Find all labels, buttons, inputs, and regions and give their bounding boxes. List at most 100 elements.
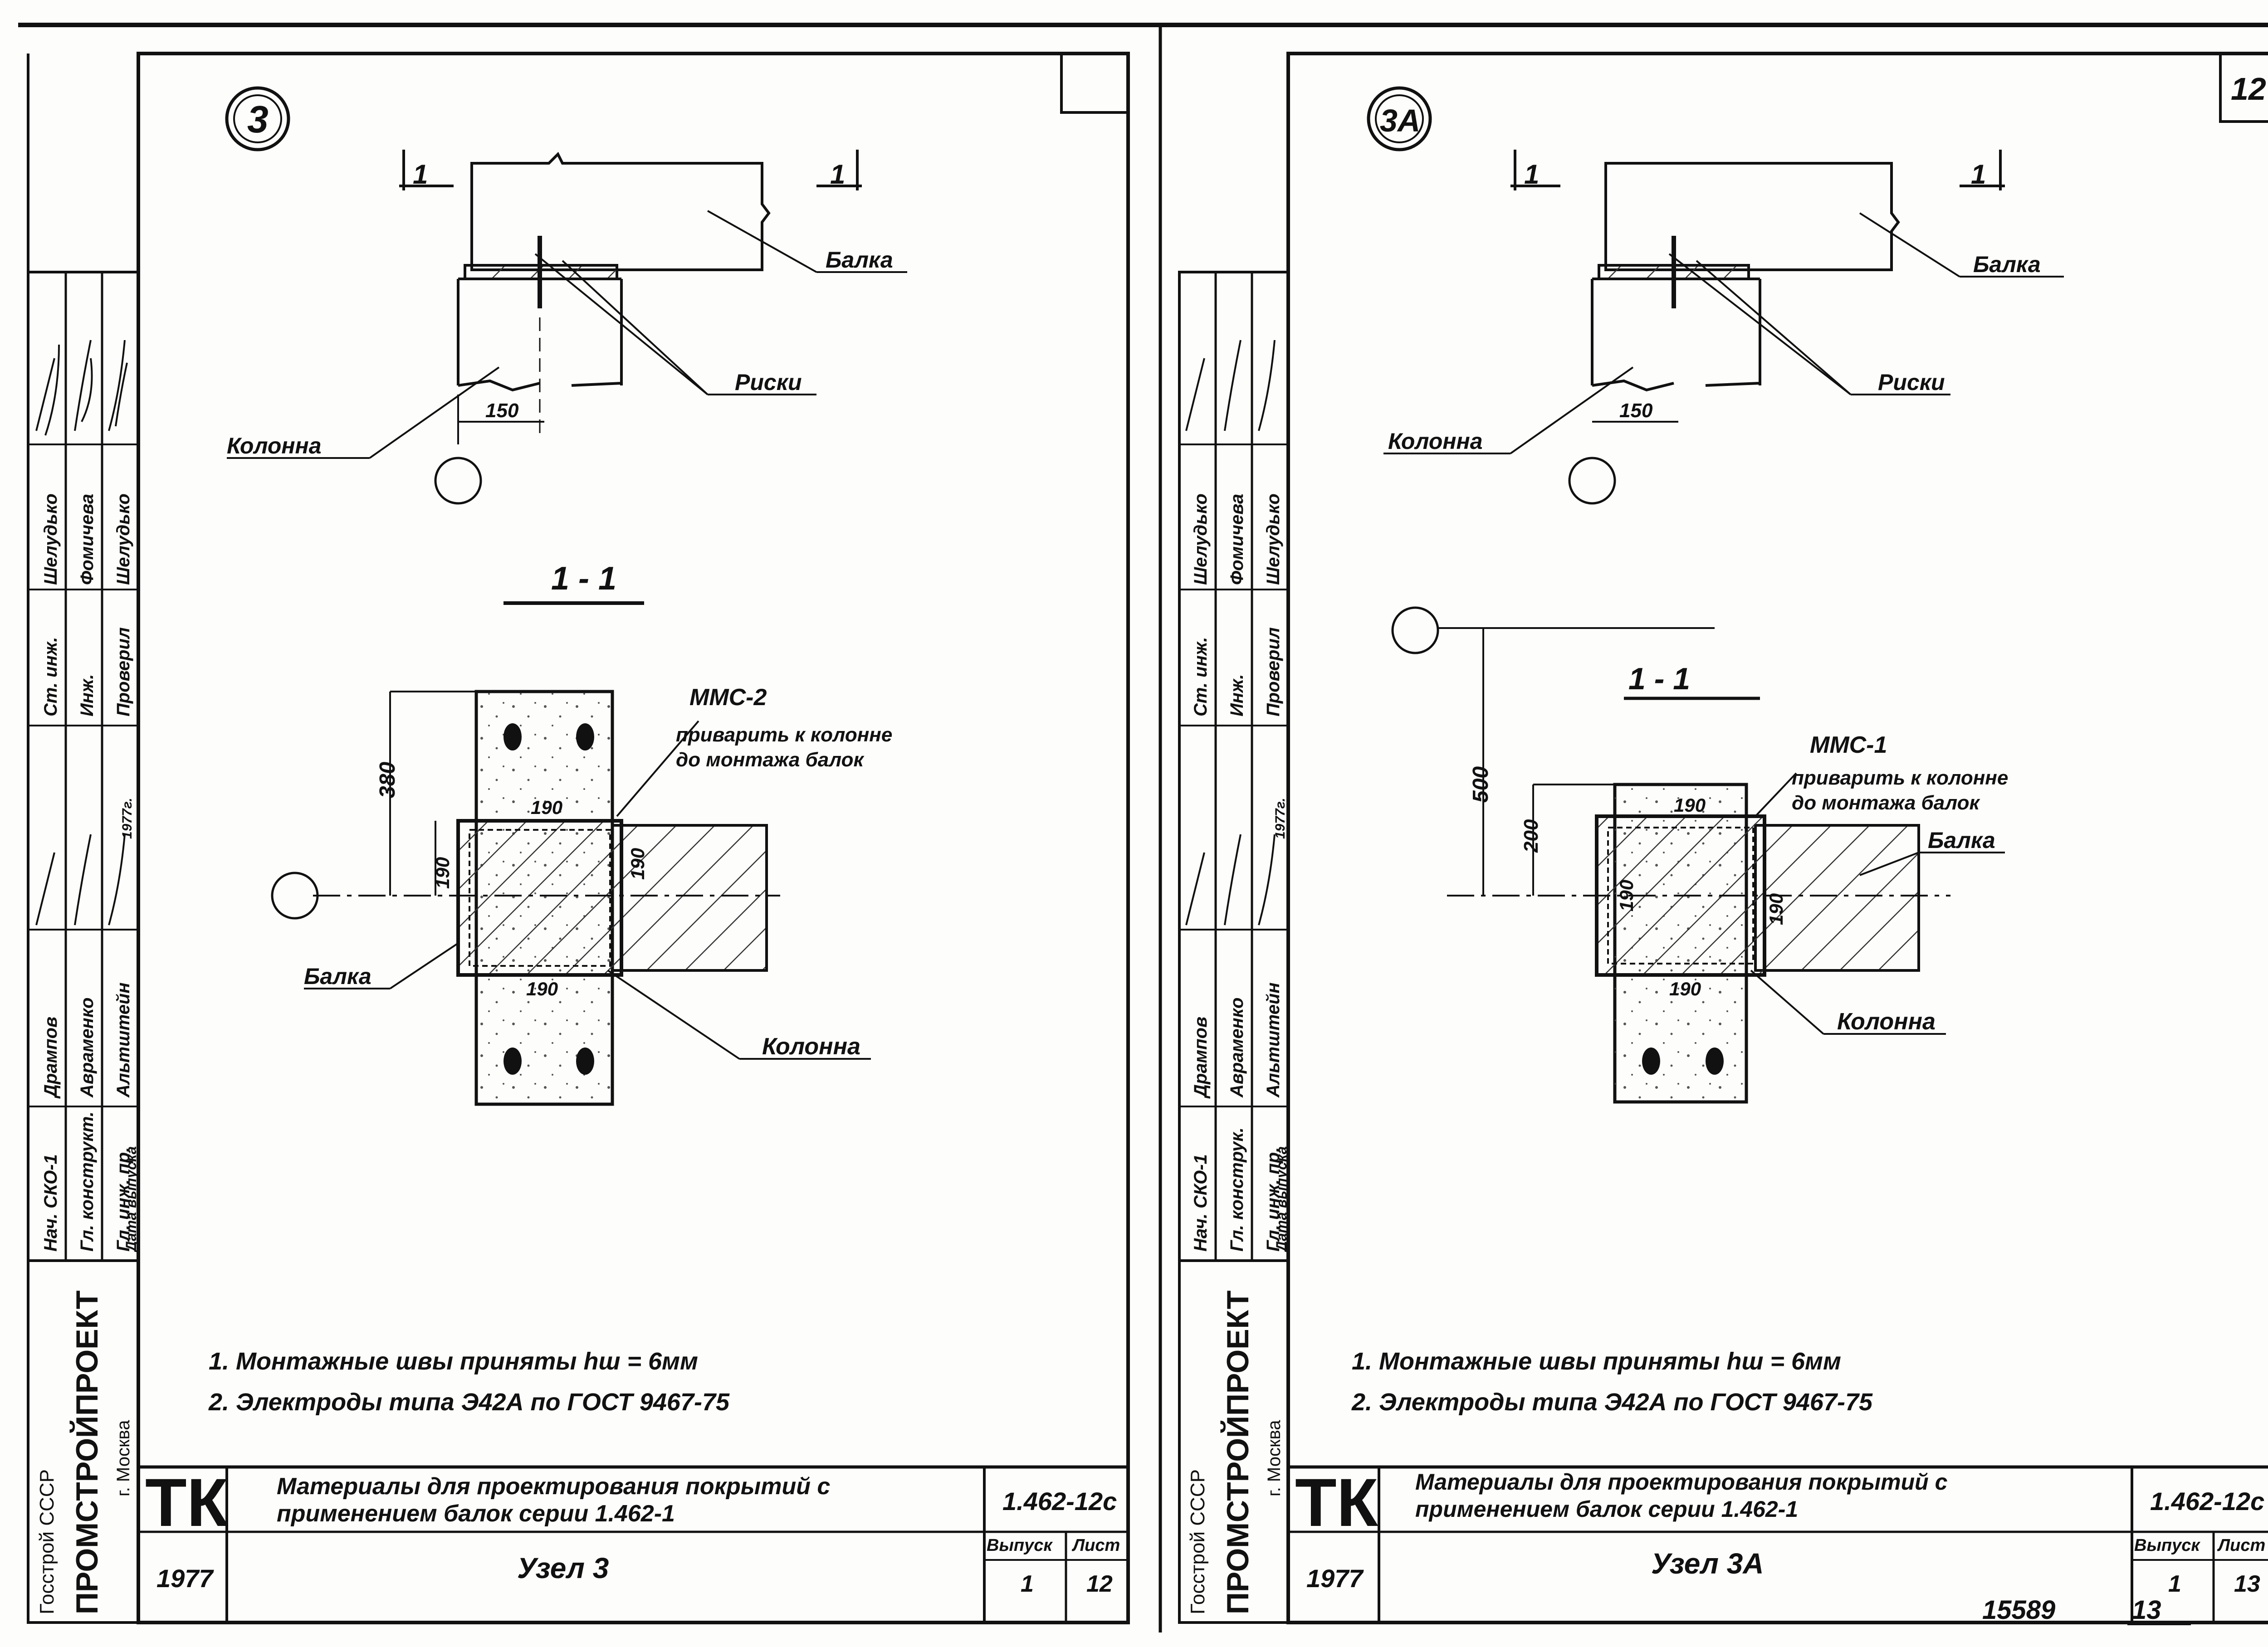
dim-190-bottom: 190 bbox=[526, 978, 558, 999]
label-column-plan: Колонна bbox=[1837, 1009, 1936, 1035]
role2-2: Проверил bbox=[1263, 627, 1283, 716]
weld-note-line2: до монтажа балок bbox=[1792, 792, 1980, 814]
role2-0: Ст. инж. bbox=[1191, 637, 1211, 716]
stamp-title-line1: Материалы для проектирования покрытий с bbox=[277, 1473, 830, 1500]
label-column-top: Колонна bbox=[227, 433, 322, 458]
org-line3: г. Москва bbox=[1264, 1420, 1284, 1496]
org-line2: ПРОМСТРОЙПРОЕКТ bbox=[69, 1291, 104, 1614]
note-1: 1. Монтажные швы приняты hш = 6мм bbox=[1352, 1348, 1841, 1375]
year-stamp: 1977г. bbox=[1273, 798, 1288, 839]
dim-190-bottom: 190 bbox=[1669, 978, 1701, 999]
right-side-block: Госстрой СССР ПРОМСТРОЙПРОЕКТ г. Москва … bbox=[1178, 271, 1290, 1624]
role-0: Нач. СКО-1 bbox=[41, 1154, 61, 1252]
section-mark-left: 1 bbox=[413, 159, 428, 190]
signatures bbox=[35, 340, 128, 436]
name-0: Дрампов bbox=[41, 1017, 61, 1099]
label-beam-top: Балка bbox=[826, 247, 893, 273]
stamp-code: 1.462-12с bbox=[2150, 1487, 2264, 1515]
page-number: 13 bbox=[2132, 1595, 2161, 1625]
stamp-logo: ТК bbox=[145, 1464, 229, 1540]
section-mark-right: 1 bbox=[830, 159, 845, 190]
dim-190-vert: 190 bbox=[432, 857, 453, 889]
role-3: Дата выпуска bbox=[123, 1146, 139, 1253]
signatures bbox=[1185, 340, 1276, 431]
dim-200: 200 bbox=[1520, 819, 1542, 853]
name-2: Альтштейн bbox=[113, 982, 133, 1098]
note-2: 2. Электроды типа Э42А по ГОСТ 9467-75 bbox=[208, 1389, 730, 1416]
role-2: Гл. инж. пр. bbox=[113, 1147, 133, 1252]
axis-bubble-top bbox=[434, 457, 482, 505]
name2-0: Шелудько bbox=[41, 493, 61, 585]
weld-note-line2: до монтажа балок bbox=[676, 749, 865, 771]
label-beam-plan: Балка bbox=[304, 964, 371, 989]
node-mark: 3А bbox=[1380, 103, 1420, 138]
section-mark-right: 1 bbox=[1971, 159, 1986, 190]
dim-top: 150 bbox=[485, 400, 519, 422]
role-0: Нач. СКО-1 bbox=[1191, 1154, 1211, 1252]
dim-500: 500 bbox=[1469, 766, 1493, 803]
right-corner-box bbox=[2219, 52, 2268, 123]
org-line2: ПРОМСТРОЙПРОЕКТ bbox=[1220, 1291, 1255, 1614]
dim-top: 150 bbox=[1619, 400, 1653, 422]
stamp-vypusk: 1 bbox=[1021, 1571, 1034, 1597]
signatures-lower bbox=[1185, 834, 1276, 926]
org-line3: г. Москва bbox=[113, 1420, 133, 1496]
name-1: Авраменко bbox=[1227, 998, 1247, 1098]
stamp-list: 12 bbox=[1086, 1571, 1113, 1597]
embedded-plate bbox=[456, 819, 623, 977]
right-sheet: 12 Госстрой СССР ПРОМСТРОЙПРОЕКТ г. Моск… bbox=[1178, 52, 2268, 1624]
anchor-hole bbox=[503, 1048, 522, 1075]
embedded-part: ММС-2 bbox=[689, 684, 767, 711]
dim-190-top: 190 bbox=[531, 797, 562, 818]
stamp-title-line2: применением балок серии 1.462-1 bbox=[1415, 1496, 1798, 1522]
anchor-hole bbox=[1642, 1048, 1660, 1075]
org-line1: Госстрой СССР bbox=[36, 1469, 58, 1614]
role2-1: Инж. bbox=[77, 674, 97, 717]
role-2: Гл. инж. пр. bbox=[1263, 1147, 1283, 1252]
anchor-hole bbox=[576, 1048, 594, 1075]
left-stamp: ТК Материалы для проектирования покрытий… bbox=[138, 1464, 1128, 1623]
role-1: Гл. конструкт. bbox=[77, 1111, 97, 1252]
archive-number: 15589 bbox=[1982, 1595, 2055, 1625]
beam-elevation bbox=[1604, 162, 1900, 271]
note-2: 2. Электроды типа Э42А по ГОСТ 9467-75 bbox=[1351, 1389, 1873, 1416]
weld-note-line1: приварить к колонне bbox=[1792, 767, 2008, 789]
beam-elevation bbox=[470, 151, 771, 271]
stamp-list: 13 bbox=[2234, 1571, 2260, 1597]
anchor-hole bbox=[503, 723, 522, 750]
stamp-list-label: Лист bbox=[1071, 1536, 1120, 1555]
weld-note-line1: приварить к колонне bbox=[676, 724, 892, 746]
dim-190-top: 190 bbox=[1674, 794, 1706, 816]
left-side-block: Госстрой СССР ПРОМСТРОЙПРОЕКТ г. Москва … bbox=[27, 271, 140, 1624]
beam-plan bbox=[1754, 824, 1920, 972]
note-1: 1. Монтажные швы приняты hш = 6мм bbox=[209, 1348, 698, 1375]
label-beam-top: Балка bbox=[1973, 252, 2041, 277]
section-mark-left: 1 bbox=[1524, 159, 1539, 190]
stamp-year: 1977 bbox=[1306, 1564, 1364, 1593]
dim-190-vert: 190 bbox=[1616, 880, 1637, 911]
name2-1: Фомичева bbox=[1227, 494, 1247, 585]
label-marks: Риски bbox=[735, 370, 802, 395]
elevation-view: 1 1 150 Балка Риски Колонна bbox=[227, 150, 907, 505]
name-2: Альтштейн bbox=[1263, 982, 1283, 1098]
plan-section: 500 200 190 190 190 190 ММС-1 приварить … bbox=[1447, 628, 2008, 1104]
signatures-lower bbox=[35, 834, 126, 926]
stamp-logo: ТК bbox=[1295, 1464, 1378, 1540]
role-1: Гл. конструк. bbox=[1227, 1127, 1247, 1252]
stamp-code: 1.462-12с bbox=[1002, 1487, 1117, 1515]
stamp-vypusk-label: Выпуск bbox=[2134, 1536, 2200, 1555]
node-mark-circle bbox=[225, 86, 290, 151]
year-stamp: 1977г. bbox=[120, 798, 135, 839]
dim-190-right: 190 bbox=[627, 848, 648, 880]
axis-bubble-top bbox=[1568, 457, 1616, 505]
left-corner-box bbox=[1060, 52, 1129, 114]
role-3: Дата выпуска bbox=[1273, 1146, 1290, 1253]
name2-2: Шелудько bbox=[113, 493, 133, 585]
role2-2: Проверил bbox=[113, 627, 133, 716]
plan-section: 380 190 190 190 190 ММС-2 приварить к ко… bbox=[271, 684, 892, 1106]
label-column-plan: Колонна bbox=[762, 1033, 860, 1060]
left-sheet: Госстрой СССР ПРОМСТРОЙПРОЕКТ г. Москва … bbox=[27, 52, 1130, 1624]
label-column-top: Колонна bbox=[1388, 429, 1483, 454]
